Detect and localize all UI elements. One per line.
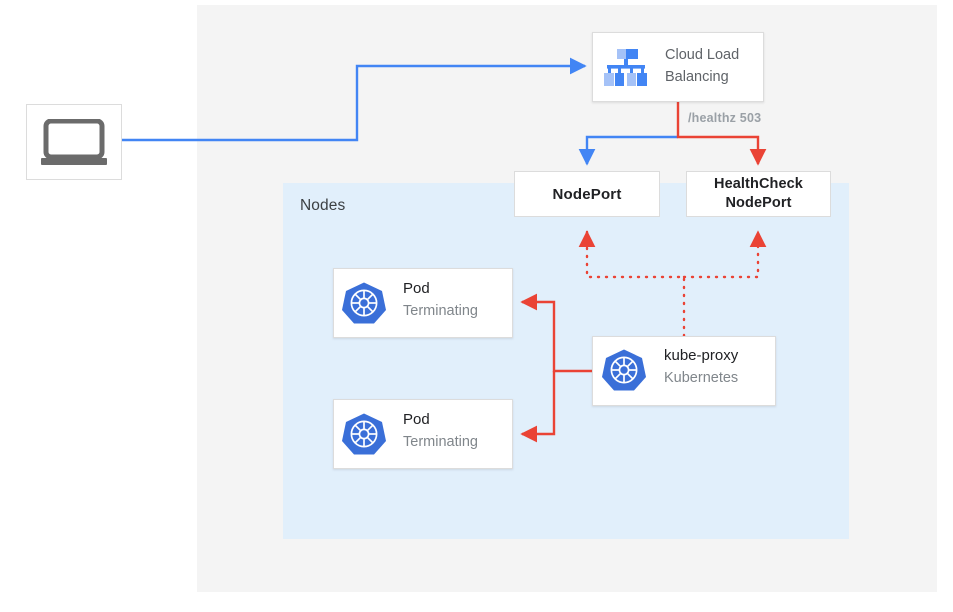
kubernetes-icon [342,282,386,324]
cloud-load-balancing-label: Cloud Load Balancing [665,44,761,88]
healthcheck-nodeport-box [686,171,831,217]
kube-proxy-title: kube-proxy [664,347,739,364]
pod-status: Terminating [403,303,478,319]
kubernetes-icon [342,413,386,455]
pod-text: Pod Terminating [403,278,513,322]
kube-proxy-text: kube-proxy Kubernetes [664,345,776,389]
pod-title: Pod [403,280,430,297]
cloud-load-balancing-icon [604,49,647,86]
healthcheck-nodeport-label-line2: NodePort [725,195,792,211]
healthcheck-nodeport-label-line1: HealthCheck [714,176,803,192]
pod-status: Terminating [403,434,478,450]
healthz-status-label: /healthz 503 [688,111,762,125]
cloud-load-balancing-label-line2: Balancing [665,69,729,85]
client-box [26,104,122,180]
laptop-icon [41,119,107,165]
kube-proxy-subtitle: Kubernetes [664,370,739,386]
nodeport-box [514,171,660,217]
nodeport-label: NodePort [552,185,622,203]
healthcheck-nodeport-label: HealthCheck NodePort [686,171,831,217]
kubernetes-icon [602,349,646,391]
pod-title: Pod [403,411,430,428]
pod-text: Pod Terminating [403,409,513,453]
cloud-load-balancing-label-line1: Cloud Load [665,47,740,63]
nodes-region-label: Nodes [300,197,346,214]
